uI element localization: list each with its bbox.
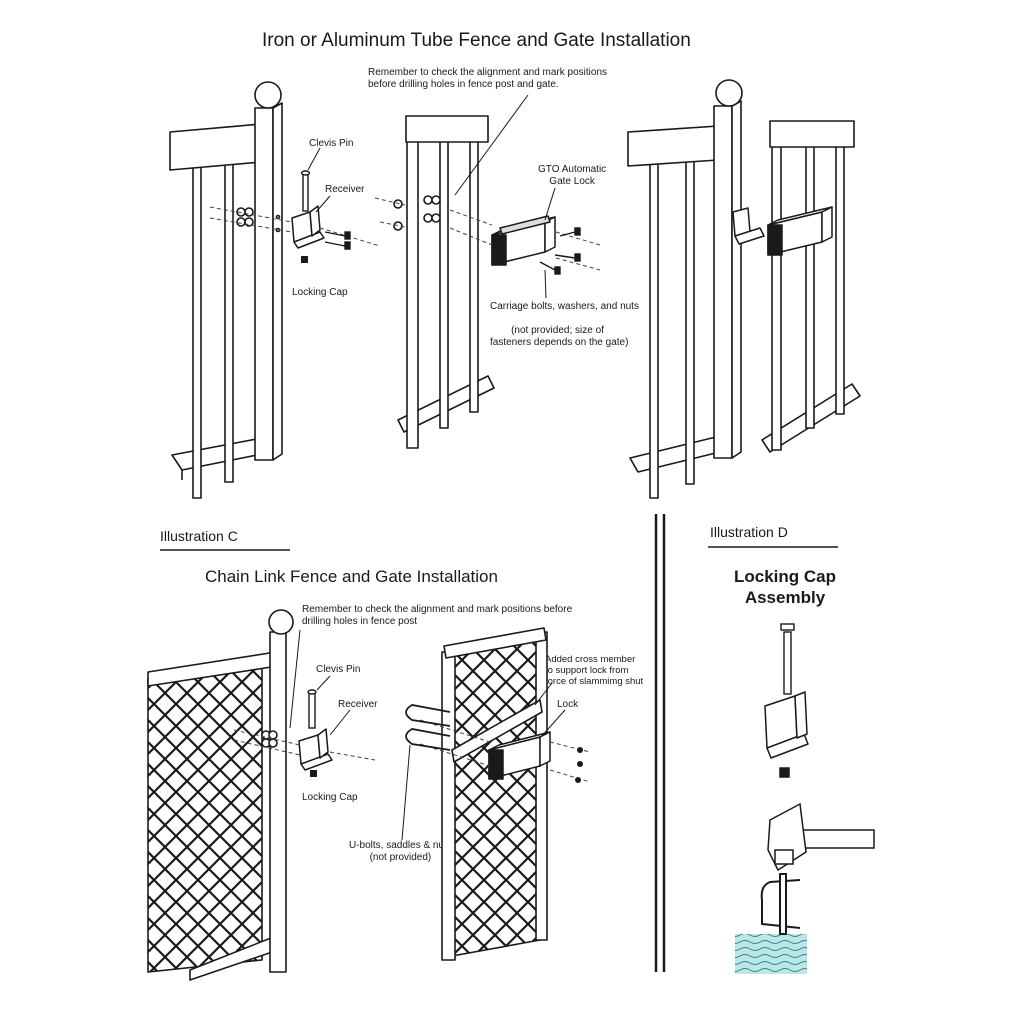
- chain-post-holes: [261, 730, 278, 748]
- wood-block: [735, 934, 807, 974]
- chain-clevis-pin: [307, 689, 317, 729]
- fence-panel-right: [627, 125, 729, 499]
- hammer-icon: [767, 802, 875, 872]
- clevis-pin-label: Clevis Pin: [309, 138, 354, 149]
- gate-lock-label-line1: GTO Automatic: [538, 164, 607, 175]
- ubolts-label-line2: (not provided): [369, 852, 432, 863]
- gtc-gate-lock: [491, 215, 556, 266]
- chain-receiver: [298, 728, 333, 771]
- section-dividers: [160, 514, 838, 972]
- alignment-note: Remember to check the alignment and mark…: [368, 67, 607, 91]
- fence-post-left: [254, 81, 283, 461]
- illustration-c-label: Illustration C: [160, 528, 238, 544]
- carriage-bolts: [324, 227, 581, 275]
- chain-clevis-pin-label: Clevis Pin: [316, 664, 361, 675]
- carriage-bolts-label: Carriage bolts, washers, and nuts: [490, 301, 639, 312]
- receiver-label: Receiver: [325, 184, 365, 195]
- ubolts-label: U-bolts, saddles & nuts (not provided): [349, 840, 452, 864]
- gate-drilled-holes: [393, 195, 441, 231]
- gate-lock-label-line2: Gate Lock: [549, 176, 595, 187]
- chain-locking-cap-label: Locking Cap: [302, 792, 358, 803]
- cross-member-line2: to support lock from: [545, 665, 629, 676]
- chain-link-gate: [441, 627, 548, 961]
- gate-panel-right: [761, 120, 861, 453]
- fasteners-note: (not provided; size of fasteners depends…: [490, 325, 629, 349]
- chain-gate-lock: [488, 731, 551, 780]
- chain-receiver-label: Receiver: [338, 699, 378, 710]
- lock-label: Lock: [557, 699, 579, 710]
- alignment-note-line2: before drilling holes in fence post and …: [368, 79, 559, 90]
- chain-link-note-line1: Remember to check the alignment and mark…: [302, 604, 573, 615]
- illustration-d-label: Illustration D: [710, 524, 788, 540]
- receiver: [291, 205, 325, 249]
- cross-member-line3: force of slammimg shut: [545, 676, 644, 687]
- clevis-pin: [300, 170, 311, 212]
- fence-post-right: [713, 79, 743, 459]
- gate-panel-middle: [397, 115, 495, 449]
- fasteners-note-line1: (not provided; size of: [511, 325, 604, 336]
- ubolts-label-line1: U-bolts, saddles & nuts: [349, 840, 452, 851]
- fence-panel-left: [169, 123, 273, 499]
- chain-link-note-line2: drilling holes in fence post: [302, 616, 418, 627]
- gate-lock-installed: [767, 206, 833, 256]
- gate-lock-label: GTO Automatic Gate Lock: [538, 164, 606, 188]
- locking-cap-label: Locking Cap: [292, 287, 348, 298]
- assembly-clamp: [760, 873, 801, 935]
- chain-nuts: [575, 747, 583, 783]
- chain-locking-cap: [310, 770, 317, 777]
- receiver-installed: [732, 207, 765, 245]
- assembly-receiver: [764, 691, 809, 759]
- assembly-title-line1: Locking Cap: [733, 567, 836, 586]
- u-bolts: [405, 704, 451, 751]
- alignment-lines: [209, 197, 601, 783]
- assembly-clevis-pin: [780, 623, 795, 695]
- assembly-locking-cap: [779, 767, 790, 778]
- top-diagram-title: Iron or Aluminum Tube Fence and Gate Ins…: [262, 30, 691, 51]
- chain-link-post: [268, 609, 294, 973]
- cross-member-line1: Added cross member: [545, 654, 636, 665]
- chain-link-title: Chain Link Fence and Gate Installation: [205, 567, 498, 586]
- cross-member-label: Added cross member to support lock from …: [545, 654, 643, 687]
- alignment-note-line1: Remember to check the alignment and mark…: [368, 67, 608, 78]
- locking-cap-assembly-title: Locking Cap Assembly: [700, 566, 870, 608]
- assembly-title-line2: Assembly: [744, 588, 826, 607]
- chain-link-fence-panel: [147, 651, 279, 981]
- fasteners-note-line2: fasteners depends on the gate): [490, 337, 629, 348]
- leader-lines: [289, 94, 566, 841]
- locking-cap: [301, 256, 308, 263]
- chain-link-alignment-note: Remember to check the alignment and mark…: [302, 604, 572, 628]
